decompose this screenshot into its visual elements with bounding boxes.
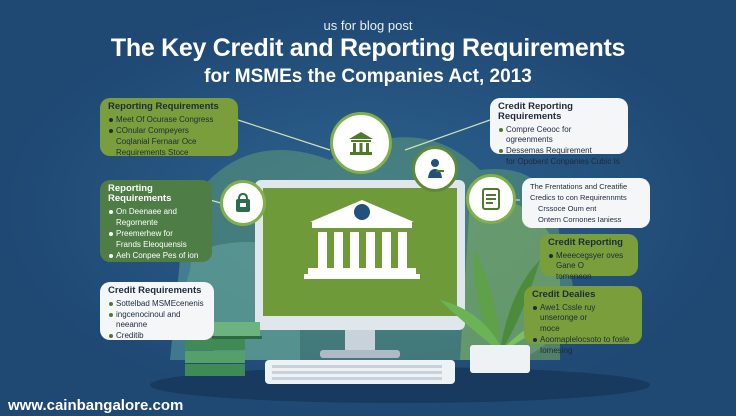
- document-icon-circle: [466, 174, 516, 224]
- card-credit-requirements: Credit Requirements Sottelbad MSMEceneni…: [100, 282, 214, 340]
- list-item: ingcenocinoul and neeanne: [108, 310, 206, 330]
- list-item: tomeneon: [556, 272, 592, 281]
- shopping-bag-icon: [236, 192, 250, 212]
- card-credit-reporting-requirements: Credit Reporting Requirements Compre Ceo…: [490, 98, 628, 166]
- card-reporting-requirements-top: Reporting Requirements Meet Of Ocurase C…: [100, 98, 238, 157]
- card-title: Credit Dealies: [532, 289, 596, 300]
- document-icon: [482, 188, 500, 210]
- list-item: Credics to con Requirennmts: [530, 193, 627, 202]
- list-item: for Opobent Conpanies Cubic Is: [506, 157, 620, 166]
- shopping-bag-icon-circle: [220, 180, 266, 226]
- list-item: Frands Eleoquensis: [116, 240, 187, 249]
- card-title: Credit Reporting Requirements: [498, 101, 573, 122]
- list-item: Sottelbad MSMEcenenis: [108, 299, 206, 309]
- money-stack-icon: [185, 322, 262, 376]
- list-item: moce: [540, 324, 560, 333]
- page-subtitle: for MSMEs the Companies Act, 2013: [204, 66, 532, 87]
- page-title: The Key Credit and Reporting Requirement…: [110, 34, 626, 62]
- card-reporting-requirements-mid: Reporting Requirements On Deenaee and Re…: [100, 180, 212, 262]
- list-item: Regornente: [116, 218, 158, 227]
- card-title: Credit Reporting: [548, 237, 623, 248]
- list-item: The Frentations and Creatifie: [530, 182, 628, 191]
- card-credit-reporting: Credit Reporting Meeecegsyer oves Gane O…: [540, 234, 638, 281]
- list-item: Iomesing: [540, 346, 573, 355]
- list-item: COnular Compeyers: [108, 126, 230, 136]
- bank-icon: [349, 132, 373, 155]
- pre-title: us for blog post: [323, 18, 413, 33]
- card-frentations: The Frentations and Creatifie Credics to…: [522, 178, 650, 228]
- list-item: Creditib: [108, 331, 206, 341]
- courthouse-icon: [304, 200, 420, 279]
- list-item: Ontern Cornones Ianiess: [538, 215, 622, 224]
- list-item: Aoomaplelocsoto to fosle: [532, 335, 634, 345]
- list-item: Meet Of Ocurase Congress: [108, 115, 230, 125]
- keyboard-icon: [265, 360, 455, 384]
- list-item: Requirements Stoce: [116, 148, 189, 157]
- list-item: Preemerhew for: [108, 229, 204, 239]
- list-item: Dessemas Requirement: [498, 146, 620, 156]
- list-item: Aeh Conpee Pes of ion: [108, 251, 204, 261]
- list-item: Awe1 Cssle ruy unseronge or: [532, 303, 634, 323]
- bank-icon-circle: [330, 112, 392, 174]
- presenter-icon: [428, 159, 444, 178]
- list-item: On Deenaee and: [108, 207, 204, 217]
- list-item: Compre Ceooc for ogreenments: [498, 125, 620, 145]
- card-credit-dealies: Credit Dealies Awe1 Cssle ruy unseronge …: [524, 286, 642, 355]
- footer-website-link[interactable]: www.cainbangalore.com: [8, 397, 184, 414]
- list-item: Crssoce Oum ent: [538, 204, 597, 213]
- card-title: Credit Requirements: [108, 285, 202, 296]
- list-item: Meeecegsyer oves Gane O: [548, 251, 630, 271]
- card-title: Reporting Requirements: [108, 183, 172, 204]
- list-item: Coqlanial Fernaar Oce: [116, 137, 197, 146]
- presenter-icon-circle: [412, 146, 458, 192]
- card-title: Reporting Requirements: [108, 101, 219, 112]
